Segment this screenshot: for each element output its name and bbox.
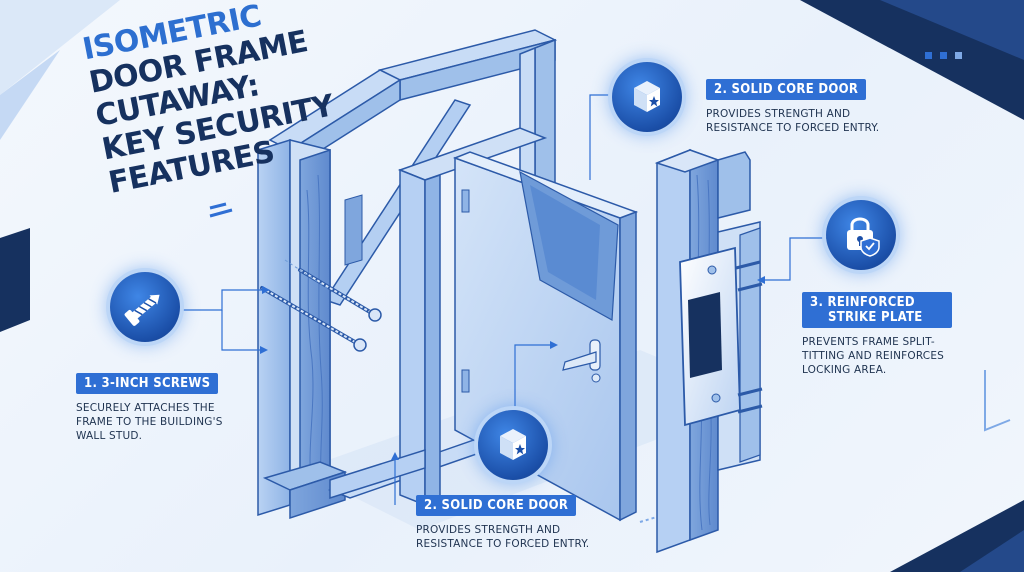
padlock-shield-icon	[826, 200, 896, 270]
callout-solid-core-bottom-heading: 2. SOLID CORE DOOR	[416, 495, 577, 516]
callout-screws-heading: 1. 3-INCH SCREWS	[76, 373, 219, 394]
door-casing	[329, 127, 548, 507]
callout-screws: 1. 3-INCH SCREWS SECURELY ATTACHES THE F…	[76, 372, 296, 443]
screw-icon	[110, 272, 180, 342]
corner-decoration-top-left	[0, 0, 120, 140]
strike-plate	[679, 246, 763, 427]
callout-solid-core-bottom: 2. SOLID CORE DOOR PROVIDES STRENGTH AND…	[416, 494, 646, 551]
cube-icon	[478, 410, 548, 480]
callout-solid-core-bottom-body: PROVIDES STRENGTH AND RESISTANCE TO FORC…	[416, 524, 590, 550]
callout-strike-plate: 3. REINFORCED STRIKE PLATE PREVENTS FRAM…	[802, 292, 1002, 377]
leader-lines	[180, 94, 838, 505]
callout-solid-core-top-heading: 2. SOLID CORE DOOR	[706, 79, 867, 100]
callout-strike-plate-heading: 3. REINFORCED STRIKE PLATE	[802, 292, 952, 328]
decoration-dashes	[209, 202, 661, 523]
corner-decoration-top-right	[800, 0, 1024, 120]
screws	[260, 259, 382, 352]
cube-icon	[612, 62, 682, 132]
corner-decoration-bottom-right	[890, 370, 1024, 572]
callout-screws-body: SECURELY ATTACHES THE FRAME TO THE BUILD…	[76, 402, 223, 442]
strike-jamb-cutaway	[654, 148, 763, 554]
callout-solid-core-top-body: PROVIDES STRENGTH AND RESISTANCE TO FORC…	[706, 108, 880, 134]
callout-strike-plate-body: PREVENTS FRAME SPLIT- TITTING AND REINFO…	[802, 336, 945, 376]
callout-solid-core-top: 2. SOLID CORE DOOR PROVIDES STRENGTH AND…	[706, 78, 936, 135]
corner-decoration-left-mid	[0, 228, 30, 332]
door-handle	[562, 339, 601, 383]
leader-arrowheads	[260, 276, 765, 460]
